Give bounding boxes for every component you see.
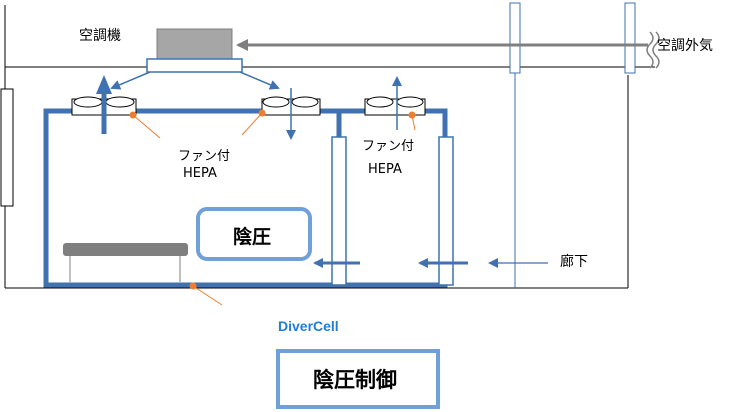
fan-hepa-label-1-line1: ファン付 [178,149,230,164]
fan-hepa-leaders [129,109,416,306]
control-box [276,349,440,409]
air-conditioner-icon [146,28,243,73]
room-walls [43,108,448,288]
partition-left [331,136,347,286]
fan-hepa-label-1-line2: HEPA [183,166,217,181]
ac-unit-label: 空調機 [79,28,121,44]
door [0,88,14,207]
columns [509,2,636,288]
exhaust-up-arrowhead-1 [96,75,112,94]
bench [63,243,188,282]
negative-pressure-label: 陰圧 [233,225,271,248]
partition-right [438,136,454,286]
outside-air-label: 空調外気 [657,38,713,54]
corridor-label: 廊下 [560,253,588,270]
ac-outflow-right-arrow [239,71,280,90]
ac-outflow-left-arrow [110,71,151,90]
outside-air-wave-icon [646,31,660,69]
fan-hepa-label-2-line2: HEPA [368,162,402,177]
negative-pressure-box [196,207,312,261]
fan-icon [364,96,426,116]
control-label: 陰圧制御 [313,368,397,392]
fan-hepa-label-2-line1: ファン付 [362,139,414,154]
brand-label: DiverCell [278,318,339,334]
